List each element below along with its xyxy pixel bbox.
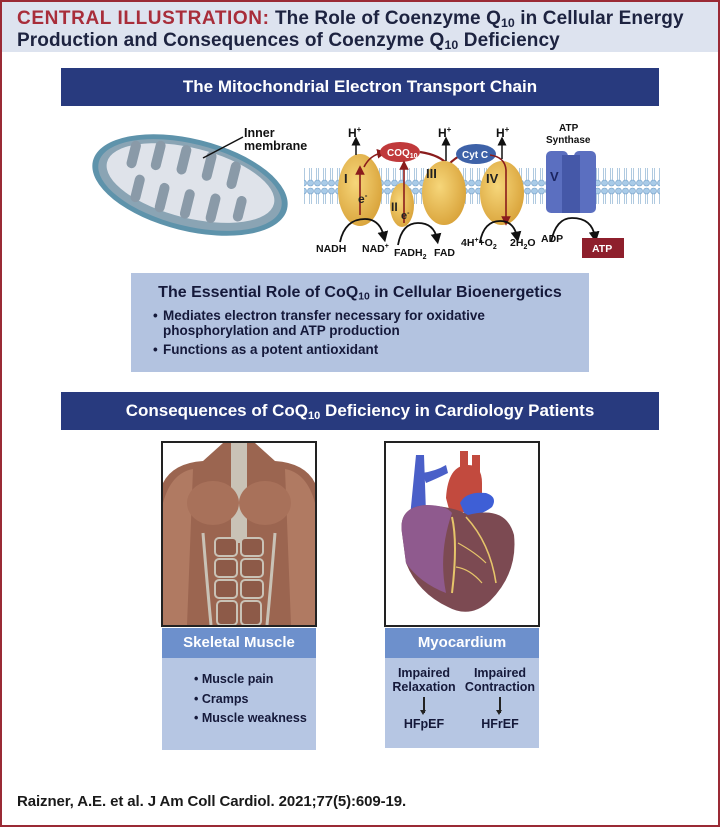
coq10-carrier (380, 142, 420, 162)
hfpef-label: HFpEF (403, 717, 445, 731)
role-title-text-1: The Essential Role of CoQ (158, 284, 359, 301)
cytc-label: Cyt C (462, 150, 488, 161)
myocardium-title: Myocardium (385, 628, 539, 658)
impaired-relaxation-line1: Impaired (397, 666, 451, 680)
essential-role-box: The Essential Role of CoQ10 in Cellular … (131, 273, 589, 372)
adp-label: ADP (541, 233, 563, 245)
etc-diagram: I e- H+ COQ10 II e- III H+ Cyt C IV H+ V… (304, 123, 660, 261)
impaired-contraction-line2: Contraction (464, 680, 536, 694)
title-bar: CENTRAL ILLUSTRATION: The Role of Coenzy… (2, 2, 718, 52)
impaired-relaxation-column: Impaired Relaxation HFpEF (387, 666, 461, 731)
consequences-heading-text-1: Consequences of CoQ (125, 401, 309, 420)
atp-synthase-label-2: Synthase (546, 135, 591, 146)
complex-iii-label: III (426, 166, 437, 181)
skeletal-muscle-title: Skeletal Muscle (162, 628, 316, 658)
symptom-item: Muscle weakness (194, 709, 307, 729)
impaired-contraction-line1: Impaired (473, 666, 527, 680)
complex-ii-electron: e- (401, 210, 410, 222)
complex-iv-label: IV (486, 171, 499, 186)
title-prefix: CENTRAL ILLUSTRATION: (17, 8, 270, 29)
complex-i-electron: e- (358, 191, 368, 206)
title-subscript-2: 10 (444, 38, 459, 53)
title-text-4: Deficiency (463, 30, 560, 51)
oxygen-reactant-label: 4H++O2 (461, 237, 497, 251)
fad-label: FAD (434, 247, 455, 259)
consequences-heading: Consequences of CoQ10 Deficiency in Card… (61, 392, 659, 430)
proton-label-3: H+ (496, 125, 510, 140)
inner-membrane-label-line2: membrane (244, 139, 308, 153)
title-text-2: in Cellular Energy (520, 8, 684, 29)
fadh2-label: FADH2 (394, 247, 427, 261)
central-illustration-title: CENTRAL ILLUSTRATION: The Role of Coenzy… (17, 8, 684, 52)
inner-membrane-label-line1: Inner (244, 126, 275, 140)
symptom-item: Muscle pain (194, 670, 307, 690)
down-arrow-icon (497, 697, 502, 715)
atp-synthase-label-1: ATP (559, 123, 579, 134)
coq10-label: COQ10 (387, 148, 418, 160)
role-bullet: Mediates electron transfer necessary for… (153, 308, 563, 338)
skeletal-symptom-list: Muscle pain Cramps Muscle weakness (194, 670, 307, 729)
complex-iii (422, 161, 466, 225)
role-bullet-list: Mediates electron transfer necessary for… (153, 308, 589, 357)
water-label: 2H2O (510, 237, 536, 251)
nadh-label: NADH (316, 243, 346, 255)
down-arrow-icon (421, 697, 426, 715)
cytochrome-c (456, 144, 496, 164)
atp-label: ATP (592, 243, 612, 255)
skeletal-muscle-image (161, 441, 317, 627)
inner-membrane-label: Inner membrane (244, 127, 307, 153)
complex-i-label: I (344, 171, 348, 186)
cristae (126, 140, 247, 223)
heart-illustration (401, 451, 515, 612)
title-text-1: The Role of Coenzyme Q (274, 8, 501, 29)
impaired-contraction-column: Impaired Contraction HFrEF (463, 666, 537, 731)
torso-illustration (163, 443, 315, 625)
title-text-3: Production and Consequences of Coenzyme … (17, 30, 445, 51)
consequences-heading-subscript: 10 (308, 409, 321, 422)
nad-label: NAD+ (362, 243, 389, 255)
complex-v-label: V (550, 169, 559, 184)
title-subscript-1: 10 (500, 16, 515, 31)
impaired-relaxation-line2: Relaxation (392, 680, 456, 694)
symptom-item: Cramps (194, 690, 307, 710)
inner-membrane-pointer (202, 136, 244, 159)
consequences-heading-text-2: Deficiency in Cardiology Patients (325, 401, 595, 420)
proton-label-1: H+ (348, 125, 362, 140)
complex-iv (480, 161, 524, 225)
heart-image (384, 441, 540, 627)
essential-role-title: The Essential Role of CoQ10 in Cellular … (131, 284, 589, 302)
role-title-text-2: in Cellular Bioenergetics (374, 284, 562, 301)
role-title-subscript: 10 (358, 291, 370, 303)
mitochondrion-illustration (92, 134, 288, 236)
complex-ii-label: II (391, 200, 398, 214)
atp-box (582, 238, 624, 258)
hfref-label: HFrEF (481, 717, 519, 731)
etc-heading: The Mitochondrial Electron Transport Cha… (61, 68, 659, 106)
skeletal-muscle-panel: Muscle pain Cramps Muscle weakness (162, 658, 316, 750)
proton-label-2: H+ (438, 125, 452, 140)
role-bullet: Functions as a potent antioxidant (153, 342, 589, 357)
complex-ii (390, 183, 414, 227)
myocardium-panel: Impaired Relaxation HFpEF Impaired Contr… (385, 658, 539, 748)
citation: Raizner, A.E. et al. J Am Coll Cardiol. … (17, 793, 407, 810)
